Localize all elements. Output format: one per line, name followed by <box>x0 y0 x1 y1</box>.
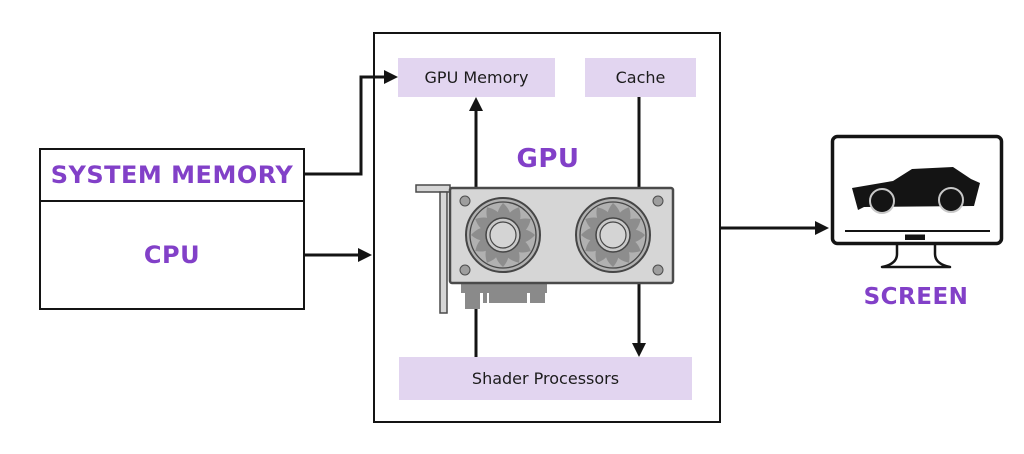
shader-processors-label: Shader Processors <box>471 369 620 388</box>
car-icon <box>852 167 980 214</box>
arrow-gpu-to-screen <box>721 221 829 235</box>
screen-label: SCREEN <box>863 284 969 310</box>
gpu-memory-label: GPU Memory <box>424 68 529 87</box>
cpu-label: CPU <box>143 241 201 269</box>
monitor-icon <box>830 134 1004 269</box>
gpu-memory-box: GPU Memory <box>398 58 555 97</box>
shader-processors-box: Shader Processors <box>399 357 692 400</box>
cache-label: Cache <box>615 68 666 87</box>
cache-box: Cache <box>585 58 696 97</box>
card-bracket-tab <box>415 184 451 193</box>
graphics-card-icon <box>415 184 675 314</box>
right-fan-icon <box>575 197 651 273</box>
cpu-section: CPU <box>41 202 303 308</box>
left-fan-icon <box>465 197 541 273</box>
monitor-stand <box>880 243 952 269</box>
monitor-logo <box>905 234 925 240</box>
cpu-system-memory-block: SYSTEM MEMORY CPU <box>39 148 305 310</box>
system-memory-section: SYSTEM MEMORY <box>41 150 303 202</box>
arrow-cpu-to-gpu <box>305 248 372 262</box>
card-screws <box>459 195 664 276</box>
card-pcie-connector <box>461 283 547 309</box>
system-memory-label: SYSTEM MEMORY <box>50 161 294 189</box>
card-bracket <box>439 191 448 314</box>
gpu-block: GPU Memory Cache GPU <box>373 32 721 423</box>
gpu-title: GPU <box>516 144 580 174</box>
